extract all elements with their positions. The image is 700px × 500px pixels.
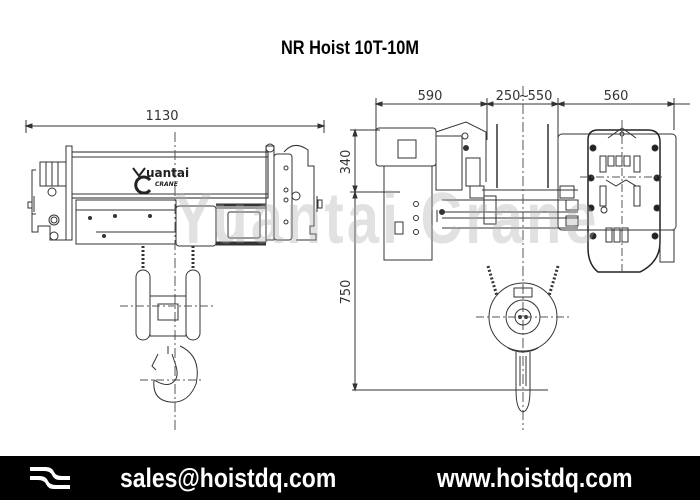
side-view [350,86,690,430]
dim-560: 560 [604,89,629,104]
dim-340: 340 [339,150,354,175]
page-title: NR Hoist 10T-10M [280,38,420,59]
logo-brand-text: uantai [146,166,189,180]
dim-750: 750 [339,280,354,305]
hoist-technical-drawing: uantai CRANE [24,86,690,430]
website-link[interactable]: www.hoistdq.com [437,463,633,493]
dim-250: 250 [496,89,521,104]
dimension-left-column [350,128,548,392]
front-view: uantai CRANE [24,120,326,430]
yuantai-crane-logo [132,167,152,195]
contact-email-link[interactable]: sales@hoistdq.com [120,463,337,493]
dim-550: 550 [528,89,553,104]
footer-bar: sales@hoistdq.com www.hoistdq.com [0,456,700,500]
logo-sub-text: CRANE [155,181,179,188]
side-hook-block [476,265,570,413]
yuantai-logo-icon [30,467,70,489]
front-hook-block [120,246,216,403]
dimension-1130 [24,120,326,133]
dim-590: 590 [418,89,443,104]
dimension-top-row [374,98,690,140]
dim-width-1130: 1130 [145,109,178,124]
dim-separator: ~ [519,89,530,104]
